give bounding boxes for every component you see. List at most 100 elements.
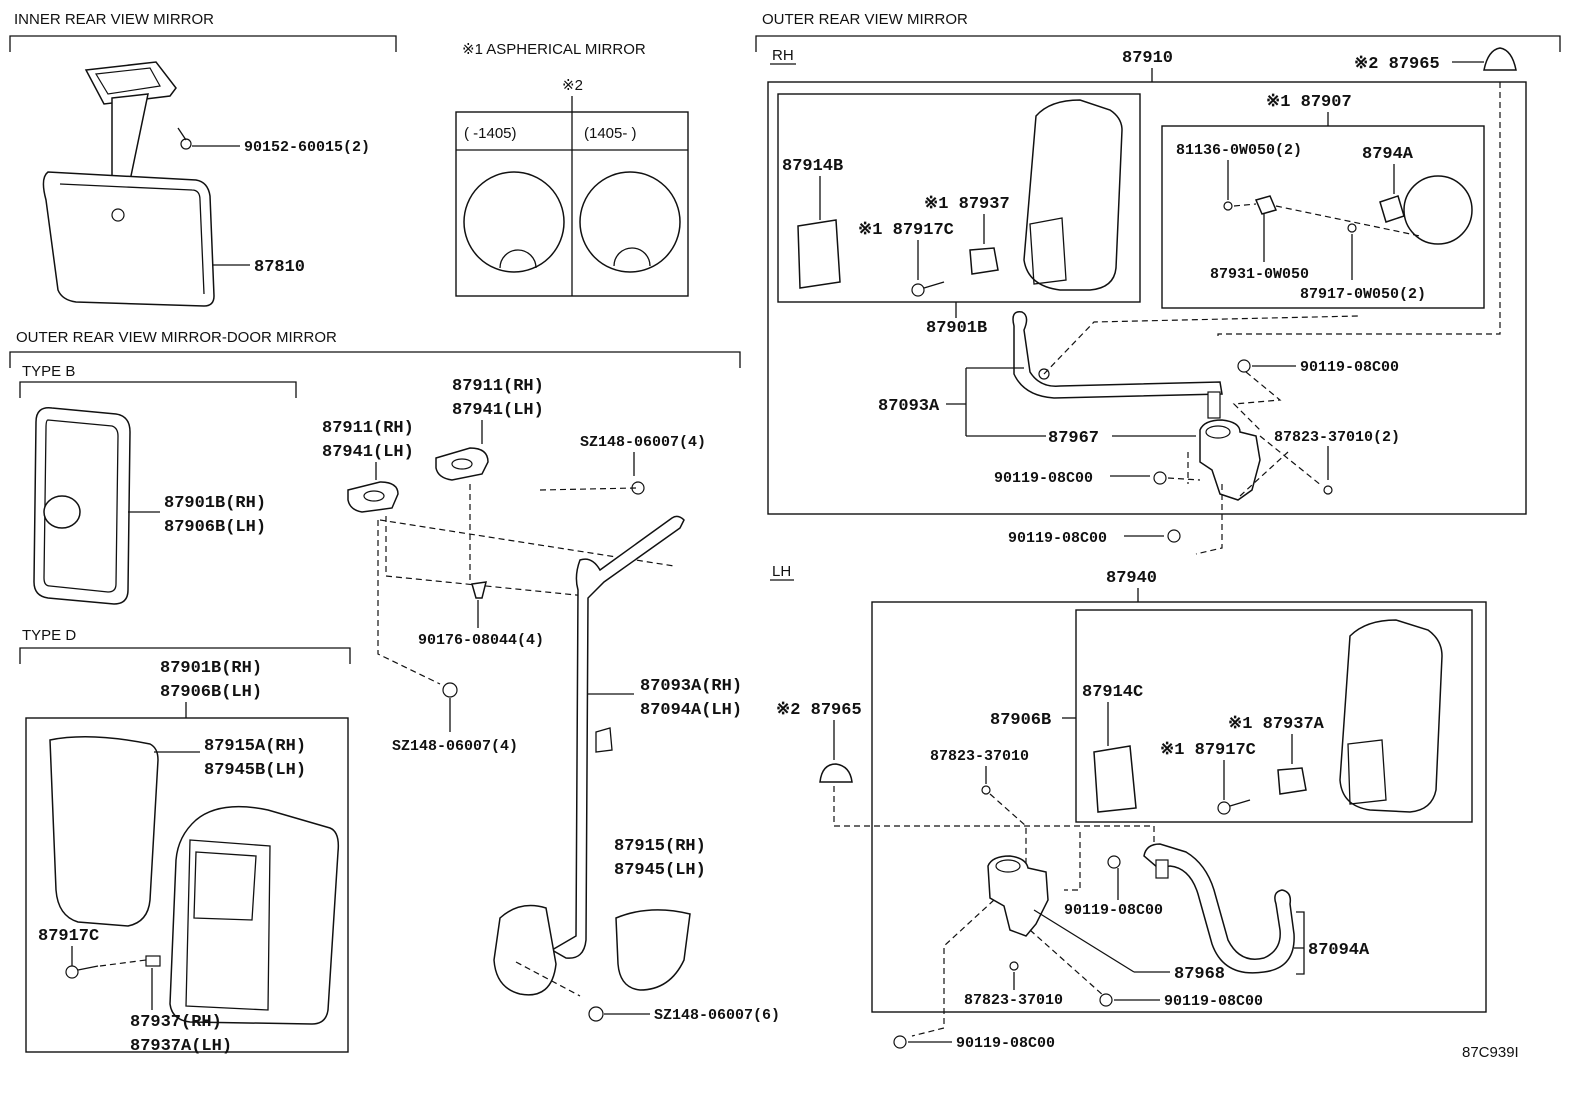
outer-mirror-lh-section: LH 87940 87914C 87906B ※1 87937A ※1 8791… xyxy=(770,563,1487,1052)
section-bracket xyxy=(755,35,1561,52)
section-title-outer: OUTER REAR VIEW MIRROR xyxy=(762,11,968,28)
part-label: 87940 xyxy=(1106,569,1157,588)
part-label: ※1 87937 xyxy=(924,195,1010,214)
part-label: ※2 87965 xyxy=(1354,55,1440,74)
bolt-icon xyxy=(1167,529,1181,543)
type-b-title: TYPE B xyxy=(22,363,75,380)
part-label: 87937(RH) xyxy=(130,1013,222,1032)
assembly-line xyxy=(911,899,1105,1037)
range-label-right: (1405- ) xyxy=(584,125,637,142)
aspherical-section: ※1 ASPHERICAL MIRROR ※2 ( -1405) (1405- … xyxy=(455,41,689,297)
assembly-line xyxy=(1232,371,1282,433)
screw-icon xyxy=(180,138,192,150)
mirror-rim xyxy=(43,419,119,593)
pivot-ball xyxy=(111,208,125,222)
part-label: ※1 87937A xyxy=(1228,715,1325,734)
lh-pivot-bracket xyxy=(987,855,1049,937)
part-label: 90119-08C00 xyxy=(994,470,1093,487)
part-label: 90119-08C00 xyxy=(1300,359,1399,376)
part-label: 87901B xyxy=(926,319,987,338)
pivot-hole xyxy=(995,859,1021,873)
part-label: 87901B(RH) xyxy=(160,659,262,678)
type-b-mirror xyxy=(33,407,131,605)
aspherical-mirror-left xyxy=(463,171,565,273)
bolt-icon xyxy=(1153,471,1167,485)
lh-assembly-box xyxy=(871,601,1487,1013)
part-label: 87937A(LH) xyxy=(130,1037,232,1056)
part-label: 90152-60015(2) xyxy=(244,139,370,156)
part-label: ※1 87917C xyxy=(1160,741,1256,760)
part-label: 90176-08044(4) xyxy=(418,632,544,649)
part-label: 87911(RH) xyxy=(452,377,544,396)
type-d-bracket xyxy=(19,647,351,664)
bolt-icon xyxy=(1237,359,1251,373)
stay-cover xyxy=(615,909,691,991)
bolt-icon xyxy=(893,1035,907,1049)
nut-icon xyxy=(981,785,991,795)
part-label: 87915A(RH) xyxy=(204,737,306,756)
lh-label: LH xyxy=(772,563,791,580)
rh-assembly-box xyxy=(767,81,1527,515)
cap-icon xyxy=(819,763,853,783)
screw-icon xyxy=(911,283,925,297)
type-d-mirror-housing xyxy=(169,805,340,1025)
inner-mirror-body xyxy=(42,171,215,307)
part-label: ※1 87907 xyxy=(1266,93,1352,112)
bracket-icon xyxy=(1254,195,1278,215)
clip-icon xyxy=(1379,195,1405,223)
part-label: 90119-08C00 xyxy=(1064,902,1163,919)
part-label: SZ148-06007(4) xyxy=(392,738,518,755)
arm-post xyxy=(1207,391,1221,419)
screw-shaft xyxy=(1229,799,1251,807)
lh-mirror-arm xyxy=(1143,843,1295,974)
head-bracket xyxy=(1029,217,1067,285)
section-title-aspherical: ※1 ASPHERICAL MIRROR xyxy=(462,41,646,58)
housing-inner xyxy=(185,839,271,1011)
part-label: 87967 xyxy=(1048,429,1099,448)
screw-shaft xyxy=(77,965,99,971)
screw-icon xyxy=(1223,201,1233,211)
part-label: 90119-08C00 xyxy=(1008,530,1107,547)
part-label: 87093A xyxy=(878,397,940,416)
assembly-line xyxy=(99,959,147,967)
screw-icon xyxy=(1217,801,1231,815)
section-bracket xyxy=(9,35,397,52)
part-label: 87911(RH) xyxy=(322,419,414,438)
part-label: 81136-0W050(2) xyxy=(1176,142,1302,159)
assembly-line xyxy=(1064,832,1081,891)
assembly-line xyxy=(379,484,675,597)
section-bracket xyxy=(9,351,741,368)
mirror-cover xyxy=(1093,745,1137,813)
lh-mirror-head-box xyxy=(1075,609,1473,823)
section-title-door-mirror: OUTER REAR VIEW MIRROR-DOOR MIRROR xyxy=(16,329,337,346)
mirror-cover xyxy=(797,219,841,289)
screw-icon xyxy=(65,965,79,979)
part-label: 87094A(LH) xyxy=(640,701,742,720)
outer-mirror-rh-section: OUTER REAR VIEW MIRROR RH 87910 ※2 87965… xyxy=(755,11,1561,555)
screw-icon xyxy=(442,682,458,698)
figure-code: 87C939I xyxy=(1462,1044,1519,1061)
motor-icon xyxy=(1277,767,1307,795)
assembly-line xyxy=(1043,80,1501,375)
part-label: 87931-0W050 xyxy=(1210,266,1309,283)
part-label: 87906B xyxy=(990,711,1051,730)
part-label: 90119-08C00 xyxy=(956,1035,1055,1052)
part-label: 87941(LH) xyxy=(322,443,414,462)
nut-icon xyxy=(1347,223,1357,233)
mirror-rim xyxy=(59,183,205,295)
inner-mirror-section: INNER REAR VIEW MIRROR 90152-60015(2) 87… xyxy=(9,11,397,307)
part-label: 90119-08C00 xyxy=(1164,993,1263,1010)
type-d-box xyxy=(25,717,349,1053)
part-label: 87945B(LH) xyxy=(204,761,306,780)
aspherical-mirror-icon xyxy=(1403,175,1473,245)
aspherical-mirror-right xyxy=(579,171,681,273)
part-label: SZ148-06007(4) xyxy=(580,434,706,451)
part-label: ※1 87917C xyxy=(858,221,954,240)
clip-icon xyxy=(145,955,161,967)
part-label: 87945(LH) xyxy=(614,861,706,880)
rh-label: RH xyxy=(772,47,794,64)
connector xyxy=(595,727,613,753)
lh-mirror-head xyxy=(1339,619,1443,813)
